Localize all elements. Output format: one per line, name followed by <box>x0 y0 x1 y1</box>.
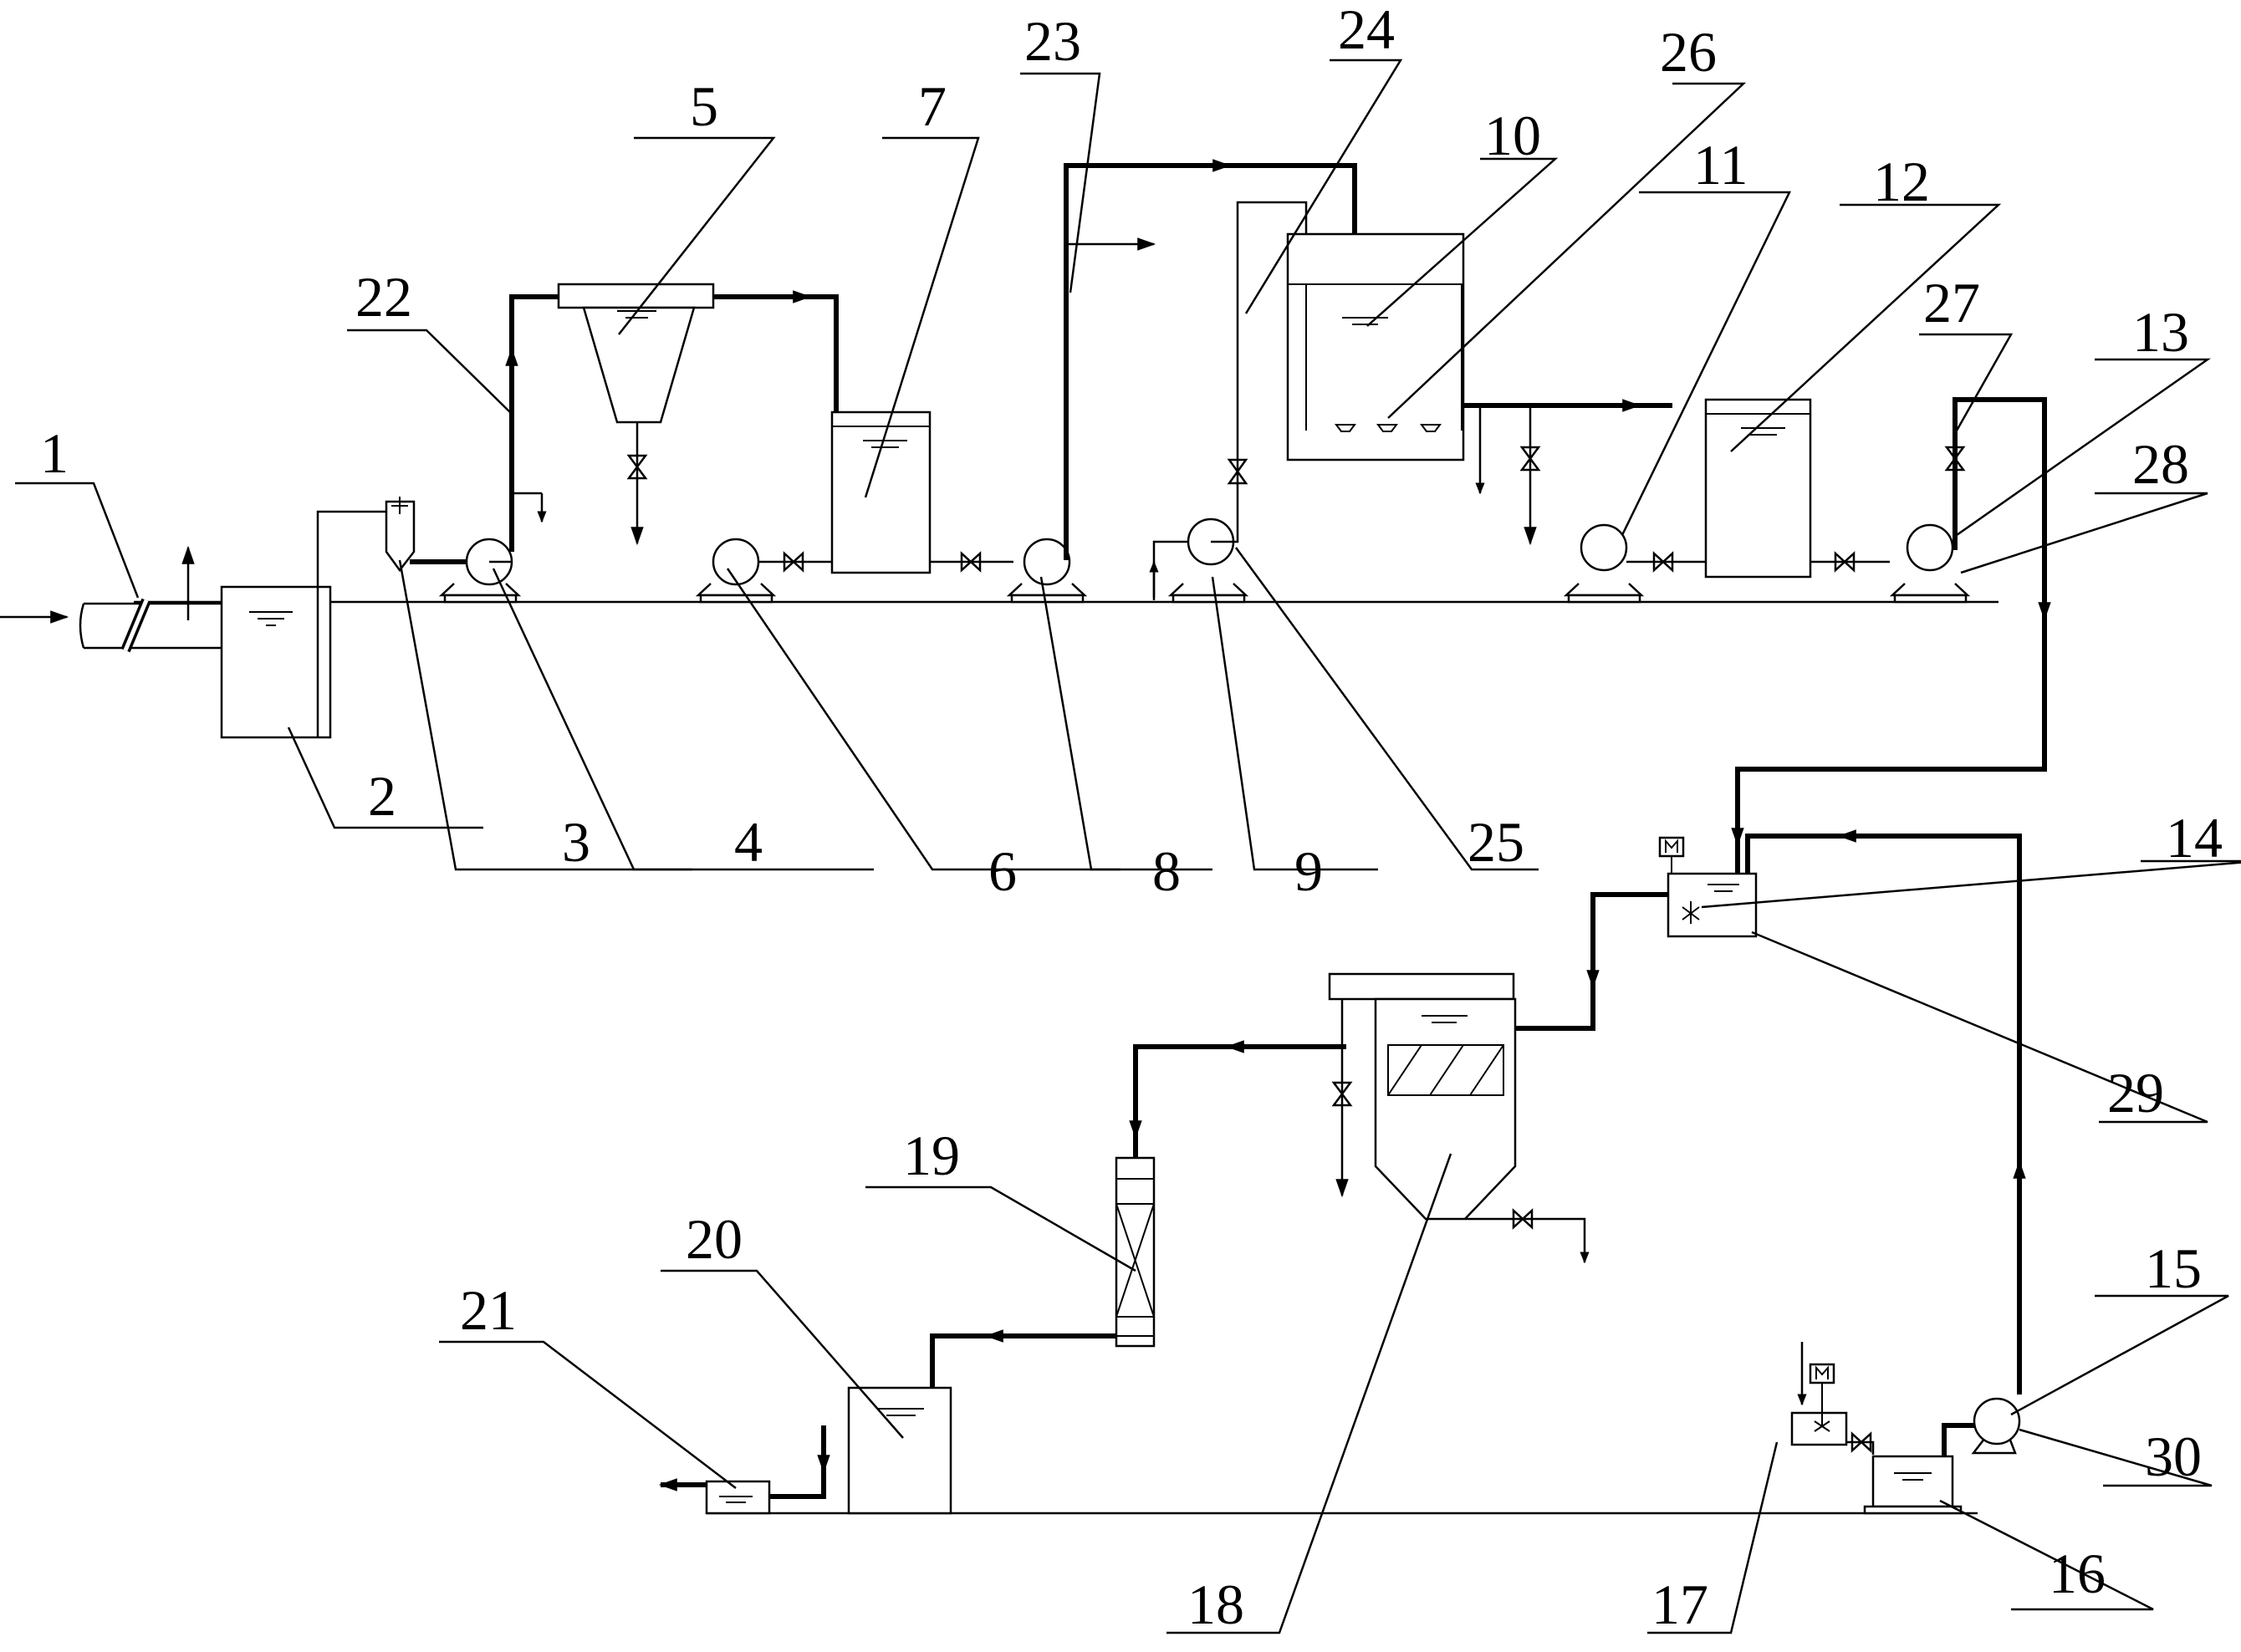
reaction-tank-10 <box>1286 232 1465 461</box>
transfer-pump-8 <box>1006 538 1088 604</box>
label-6: 6 <box>988 839 1017 903</box>
label-9: 9 <box>1294 839 1323 903</box>
inlet-pipe <box>79 602 222 650</box>
component-labels: 1 2 3 4 5 6 7 8 9 10 11 12 13 14 15 16 1… <box>40 0 2223 1636</box>
label-16: 16 <box>2049 1542 2106 1605</box>
return-pipe-15 <box>1745 834 2022 1395</box>
inclined-settler-18 <box>1328 972 1517 1221</box>
label-3: 3 <box>562 810 590 874</box>
agitator-icon <box>1682 901 1700 924</box>
label-24: 24 <box>1338 0 1395 61</box>
water-level-icon <box>249 611 293 626</box>
lift-pump <box>438 538 522 604</box>
valve-icon <box>1331 1081 1353 1107</box>
motor-icon <box>1658 836 1685 874</box>
valve-icon <box>783 551 804 573</box>
tank2-overflow-pipe <box>316 510 386 737</box>
valve-icon <box>626 454 648 480</box>
dosing-pump-6 <box>695 538 777 604</box>
valve-icon <box>1834 551 1856 573</box>
label-14: 14 <box>2166 806 2223 869</box>
label-7: 7 <box>918 74 947 138</box>
transfer-pump-13 <box>1889 523 1971 604</box>
label-8: 8 <box>1152 839 1181 903</box>
dosing-pump-11 <box>1563 523 1645 604</box>
label-1: 1 <box>40 421 69 485</box>
bar-screen-icon <box>120 598 151 653</box>
label-29: 29 <box>2107 1061 2164 1124</box>
label-30: 30 <box>2145 1425 2202 1488</box>
label-23: 23 <box>1024 9 1081 73</box>
valve-icon <box>1652 551 1674 573</box>
label-21: 21 <box>460 1278 517 1342</box>
mixing-tank-14 <box>1667 872 1758 938</box>
label-5: 5 <box>690 74 718 138</box>
label-27: 27 <box>1923 271 1980 334</box>
return-pump-15 <box>1971 1397 2021 1455</box>
valve-icon <box>1850 1431 1872 1453</box>
valve-icon <box>1227 458 1248 485</box>
clean-water-tank-20 <box>847 1386 952 1515</box>
valve-icon <box>960 551 982 573</box>
pipe-22 <box>509 294 559 552</box>
filter-column-19 <box>1115 1156 1156 1348</box>
label-28: 28 <box>2132 432 2189 496</box>
label-26: 26 <box>1660 20 1717 84</box>
label-11: 11 <box>1693 133 1748 196</box>
pipe-27 <box>1735 397 2047 874</box>
label-15: 15 <box>2145 1236 2202 1300</box>
hopper-clarifier <box>557 283 715 424</box>
label-18: 18 <box>1187 1573 1244 1636</box>
pipe-to-19 <box>1133 1044 1346 1158</box>
label-13: 13 <box>2132 300 2189 364</box>
equalization-tank <box>220 585 332 739</box>
recirculation-pump-9 <box>1167 518 1249 604</box>
leader-lines <box>15 59 2241 1634</box>
valve-icon <box>1944 446 1966 472</box>
label-2: 2 <box>368 764 396 828</box>
label-4: 4 <box>734 810 763 874</box>
label-10: 10 <box>1484 104 1541 167</box>
valve-icon <box>1519 446 1541 472</box>
valve-icon <box>1512 1208 1534 1230</box>
label-17: 17 <box>1651 1573 1708 1636</box>
label-25: 25 <box>1468 810 1524 874</box>
storage-tank-7 <box>830 410 932 574</box>
label-12: 12 <box>1873 150 1930 213</box>
chemical-tank-16 <box>1863 1455 1963 1515</box>
oil-separator <box>385 500 416 573</box>
storage-tank-12 <box>1704 398 1812 579</box>
label-19: 19 <box>903 1124 960 1187</box>
diffuser-icon <box>1335 424 1442 432</box>
dosing-tank-17 <box>1790 1363 1848 1446</box>
label-20: 20 <box>686 1207 743 1271</box>
label-22: 22 <box>355 265 412 329</box>
